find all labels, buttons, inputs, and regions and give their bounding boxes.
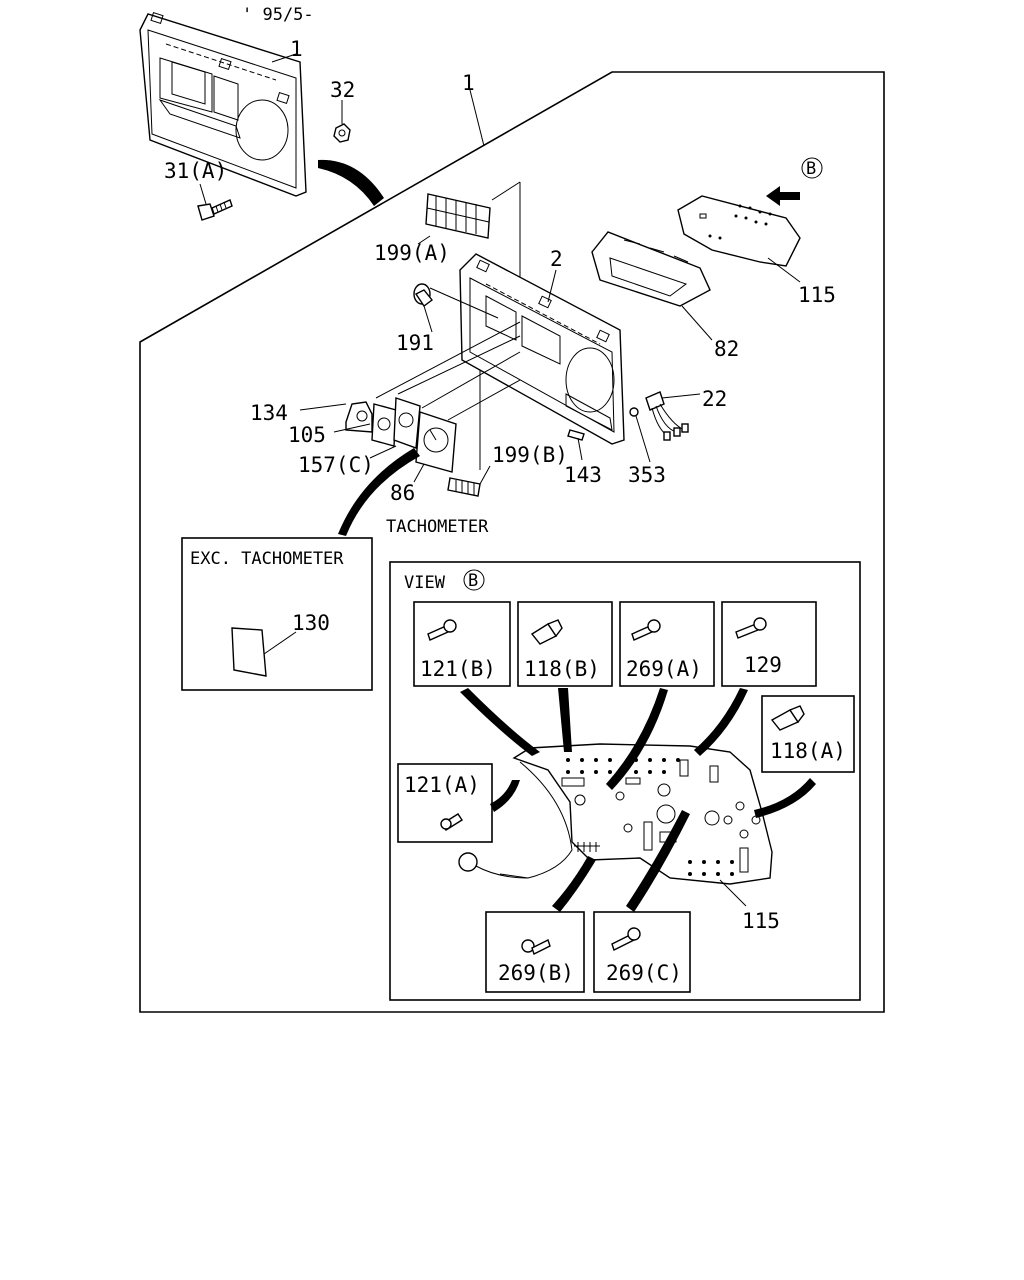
screw-269c-icon — [611, 927, 641, 951]
part-269a: 269(A) — [626, 657, 702, 681]
callout-143: 143 — [564, 463, 602, 487]
view-b-marker: B — [801, 157, 823, 179]
arrow-to-exc-box — [338, 448, 420, 536]
callout-191: 191 — [396, 331, 434, 355]
label-199a — [425, 193, 491, 239]
screw-121a-icon — [440, 813, 463, 831]
dial-faces-group — [345, 397, 457, 473]
exc-box-part-130: 130 — [292, 611, 330, 635]
callout-2: 2 — [550, 247, 563, 271]
part-115-view: 115 — [742, 909, 780, 933]
callout-157c: 157(C) — [298, 453, 374, 477]
tachometer-label: TACHOMETER — [386, 517, 489, 537]
callout-115-top: 115 — [798, 283, 836, 307]
screw-121b-icon — [427, 619, 457, 641]
part-121a: 121(A) — [404, 773, 480, 797]
view-box-marker: B — [468, 571, 478, 591]
part-269c: 269(C) — [606, 961, 682, 985]
bulb-118a-icon — [770, 705, 805, 731]
date-code: ' 95/5- — [242, 5, 314, 25]
screw-269a-icon — [631, 619, 661, 641]
cover-82 — [591, 231, 711, 307]
callout-353: 353 — [628, 463, 666, 487]
callout-86: 86 — [390, 481, 415, 505]
leader-118a — [754, 778, 816, 818]
leader-121b — [460, 688, 540, 756]
part-121b: 121(B) — [420, 657, 496, 681]
callout-134: 134 — [250, 401, 288, 425]
callout-31a: 31(A) — [164, 159, 227, 183]
leader-129 — [694, 688, 748, 756]
part-118a: 118(A) — [770, 739, 846, 763]
view-b-arrow — [766, 186, 800, 206]
main-frame-outline — [139, 71, 885, 1013]
leader-269b — [552, 856, 596, 912]
clip-143 — [567, 429, 585, 441]
leader-121a — [490, 780, 520, 812]
svg-text:B: B — [806, 159, 816, 179]
part-269b: 269(B) — [498, 961, 574, 985]
screw-31a — [197, 199, 233, 221]
view-b-box: VIEW B 121(B) 118(B) 269(A) 129 — [389, 561, 861, 1001]
part-129: 129 — [744, 653, 782, 677]
harness-22 — [645, 391, 689, 441]
callout-1-top: 1 — [290, 37, 303, 61]
callout-32: 32 — [330, 78, 355, 102]
leader-269a — [606, 688, 668, 790]
exc-tachometer-box: EXC. TACHOMETER 130 — [181, 537, 373, 691]
callout-22: 22 — [702, 387, 727, 411]
view-box-title: VIEW — [404, 573, 446, 593]
pcb-115-view — [458, 743, 773, 885]
callout-105: 105 — [288, 423, 326, 447]
callout-199a: 199(A) — [374, 241, 450, 265]
nut-32 — [333, 123, 351, 143]
cluster-housing-2 — [459, 253, 625, 445]
pcb-115-top — [677, 195, 801, 267]
callout-82: 82 — [714, 337, 739, 361]
callout-199b: 199(B) — [492, 443, 568, 467]
part-118b: 118(B) — [524, 657, 600, 681]
screw-129-icon — [735, 617, 767, 639]
arrow-bezel-to-assembly — [318, 159, 384, 206]
bezel-top-part — [139, 12, 307, 197]
socket-353 — [629, 407, 639, 417]
callout-1-main: 1 — [462, 71, 475, 95]
label-199b — [447, 477, 481, 497]
knob-191 — [413, 283, 433, 308]
leader-269c — [626, 810, 690, 912]
leader-118b — [558, 688, 572, 752]
exc-box-title: EXC. TACHOMETER — [190, 549, 344, 569]
bulb-118b-icon — [530, 619, 563, 645]
screw-269b-icon — [521, 939, 551, 955]
